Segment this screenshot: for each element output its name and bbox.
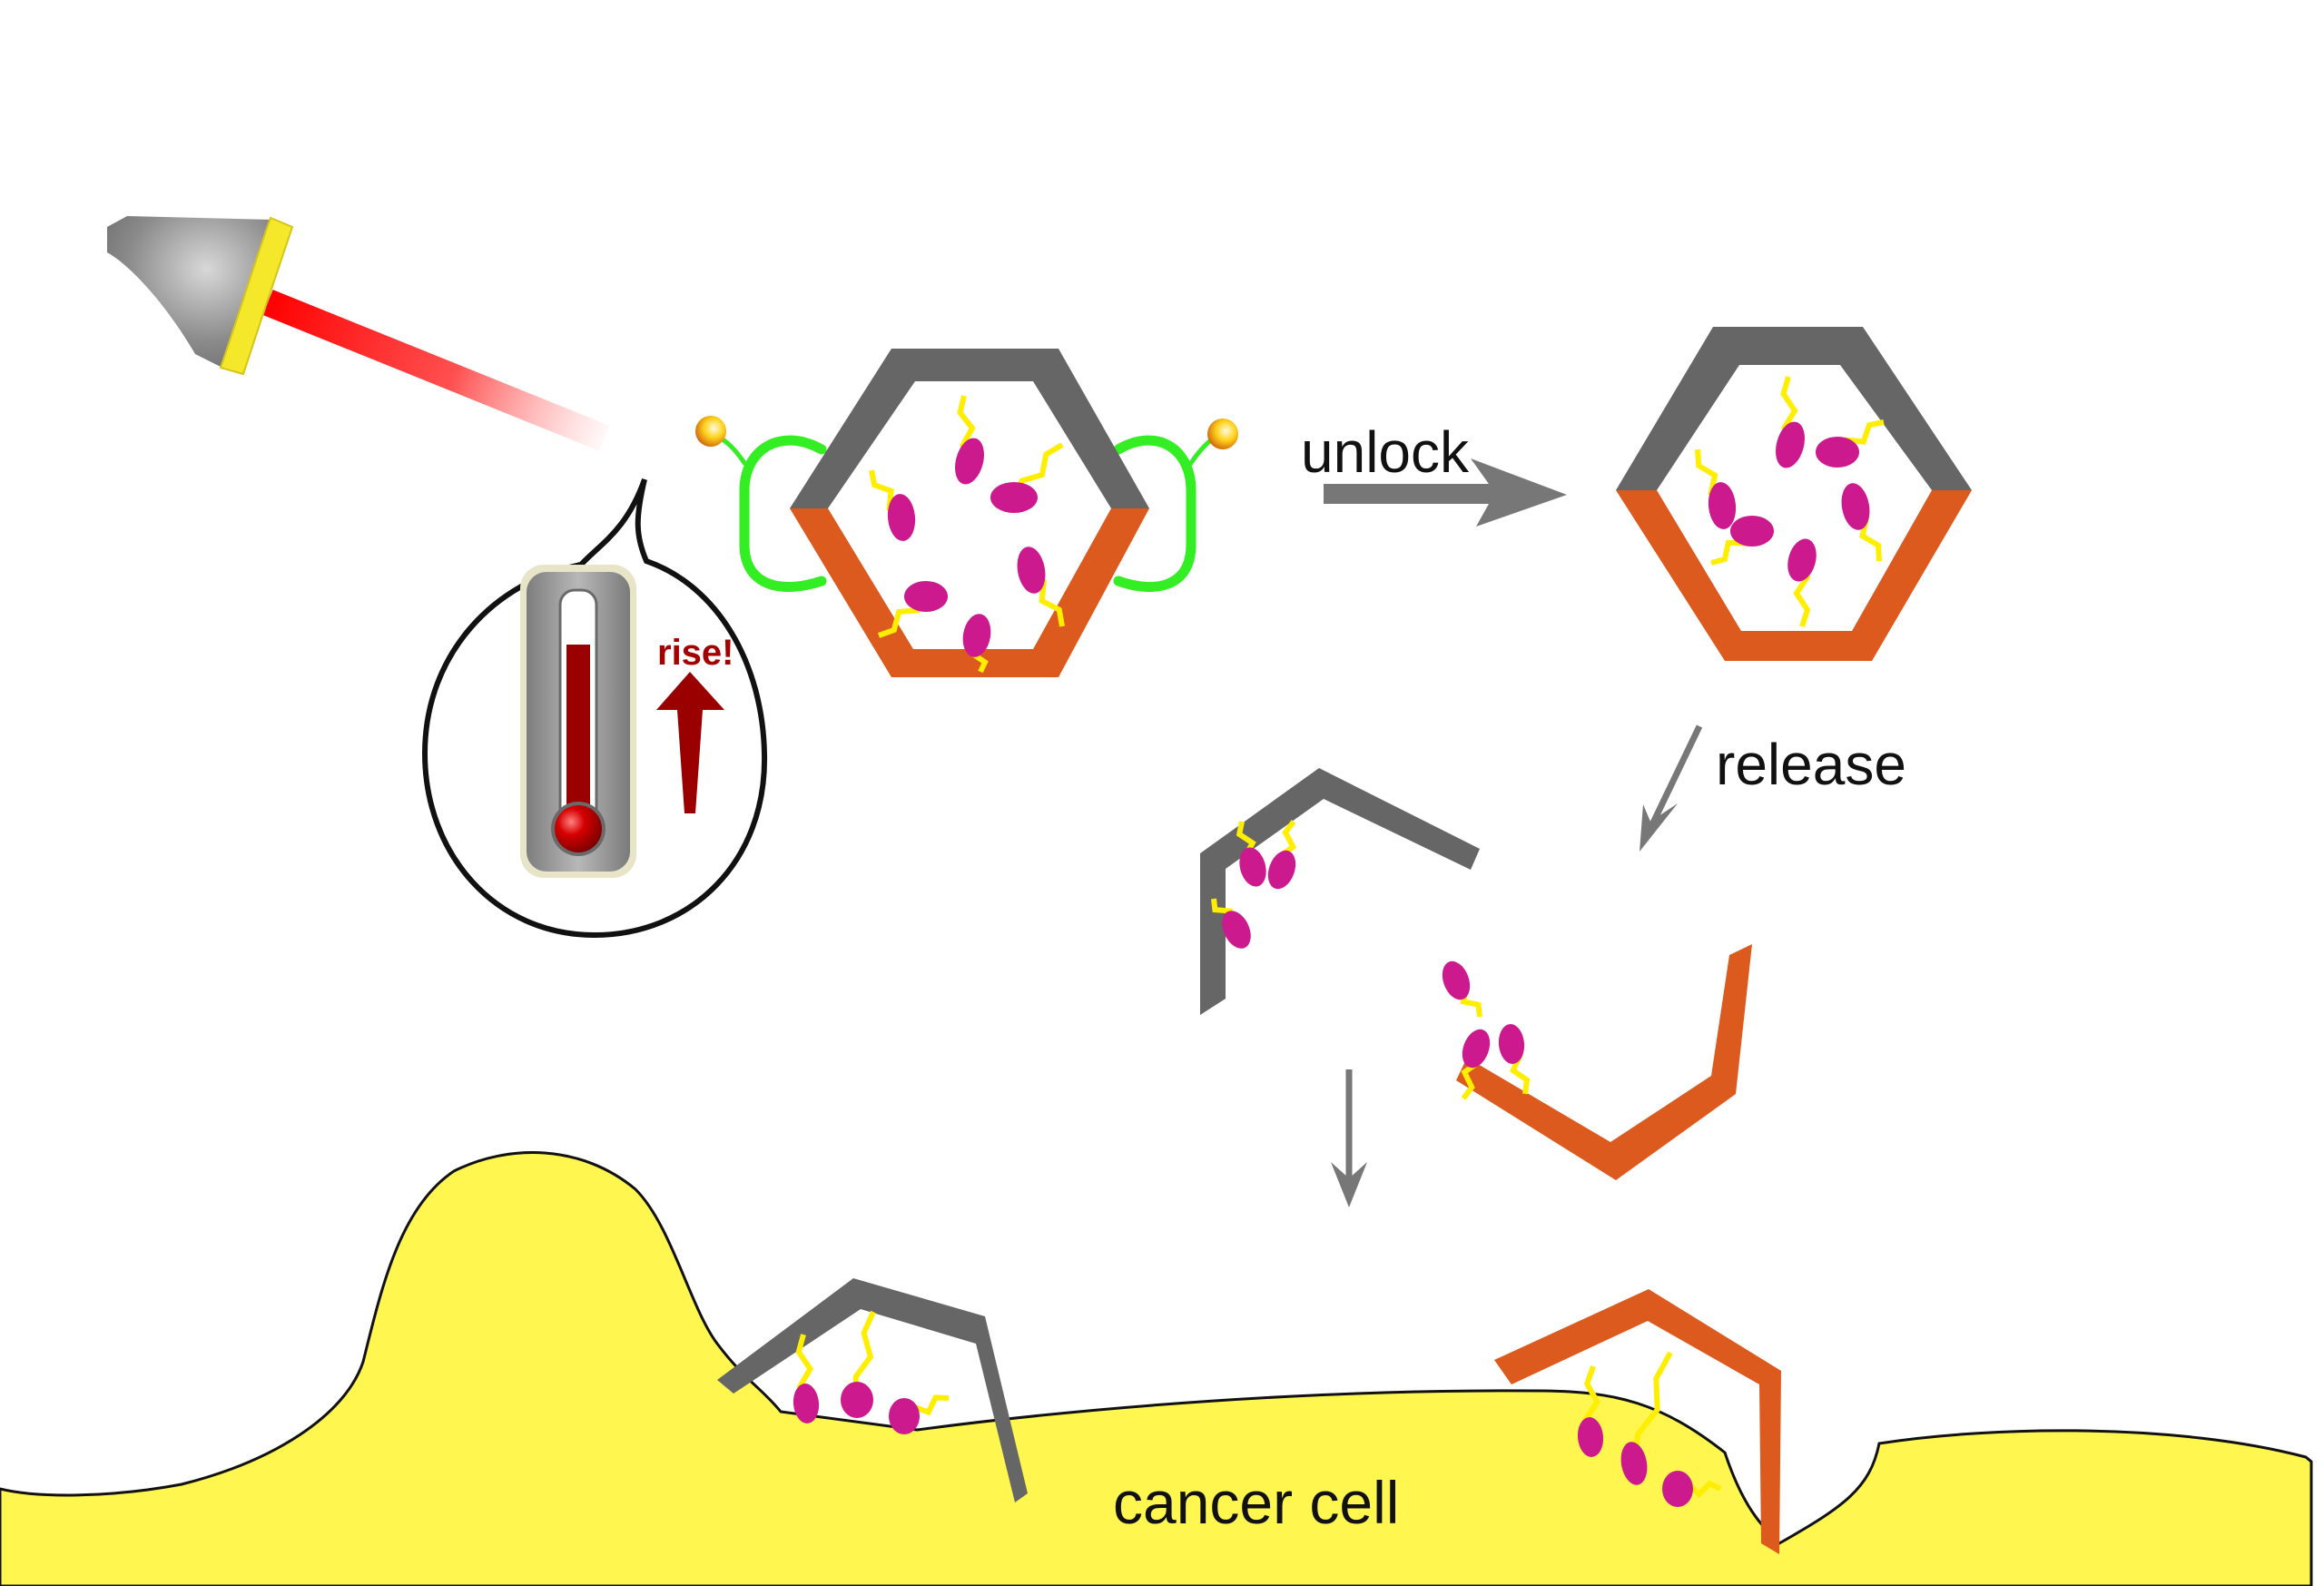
drug-molecule [1620,1442,1648,1485]
drug-molecule [841,1382,873,1418]
cargo-group [1695,376,1885,627]
laser-source [107,216,610,451]
release-step: release [1640,724,1906,852]
drug-molecule [1662,1471,1693,1507]
bound-orange-half [1494,1289,1781,1554]
drug-molecule [793,1384,820,1423]
drug-molecule [1776,421,1805,468]
binding-step [1331,1069,1367,1207]
unlock-label: unlock [1301,419,1470,485]
orange-shell-half [1494,1289,1781,1554]
drug-molecule [1462,1029,1491,1069]
cancer-cell-body [0,1151,2313,1586]
down-arrow-icon [1331,1162,1367,1207]
cargo-group [1577,1351,1722,1507]
drug-molecule [889,1398,920,1434]
release-label: release [1716,732,1906,797]
drug-molecule [1841,483,1870,530]
drug-molecule [1816,437,1859,468]
drug-molecule [1787,538,1817,582]
cargo-group [1211,820,1297,949]
orange-shell-half [1616,490,1972,661]
heat-speech-bubble: rise! [421,478,768,939]
drug-molecule [955,438,984,485]
laser-head-body [107,216,272,368]
bound-gray-half [717,1278,1028,1502]
laser-lens [219,216,294,376]
drug-molecule [990,482,1038,513]
gray-shell-half [1616,327,1972,490]
unlock-arrow-icon [1324,458,1567,527]
drug-molecule [1222,911,1251,949]
gray-shell-half [1200,768,1480,1015]
gray-shell-half [717,1278,1028,1502]
release-arrow-icon [1640,803,1678,852]
locked-carrier [695,349,1238,677]
drug-molecule [1017,547,1046,594]
drug-molecule [1498,1024,1525,1064]
cargo-group [1442,960,1531,1100]
drug-molecule [1239,847,1266,887]
cancer-cell: cancer cell [0,1151,2313,1586]
drug-molecule [1577,1417,1604,1457]
drug-molecule [1442,960,1471,1000]
cancer-cell-label: cancer cell [1113,1469,1399,1536]
laser-beam [262,290,610,451]
rise-label: rise! [657,633,734,673]
drug-molecule [1708,482,1737,529]
gray-shell-half [790,349,1149,508]
cargo-group [869,395,1065,674]
gold-nanoparticle-icon [1207,419,1238,449]
released-orange-half [1442,944,1752,1180]
unlocked-carrier [1616,327,1972,661]
thermometer-icon [520,565,636,878]
drug-molecule [1730,516,1774,547]
orange-shell-half [1456,944,1752,1180]
drug-molecule [1267,850,1296,890]
released-gray-half [1200,768,1480,1015]
cargo-group [793,1310,950,1434]
temperature-up-arrow-icon [656,672,724,813]
gold-nanoparticle-icon [695,416,726,447]
drug-molecule [887,494,916,541]
drug-molecule [904,581,948,612]
drug-molecule [962,614,991,657]
unlock-step: unlock [1301,419,1567,527]
